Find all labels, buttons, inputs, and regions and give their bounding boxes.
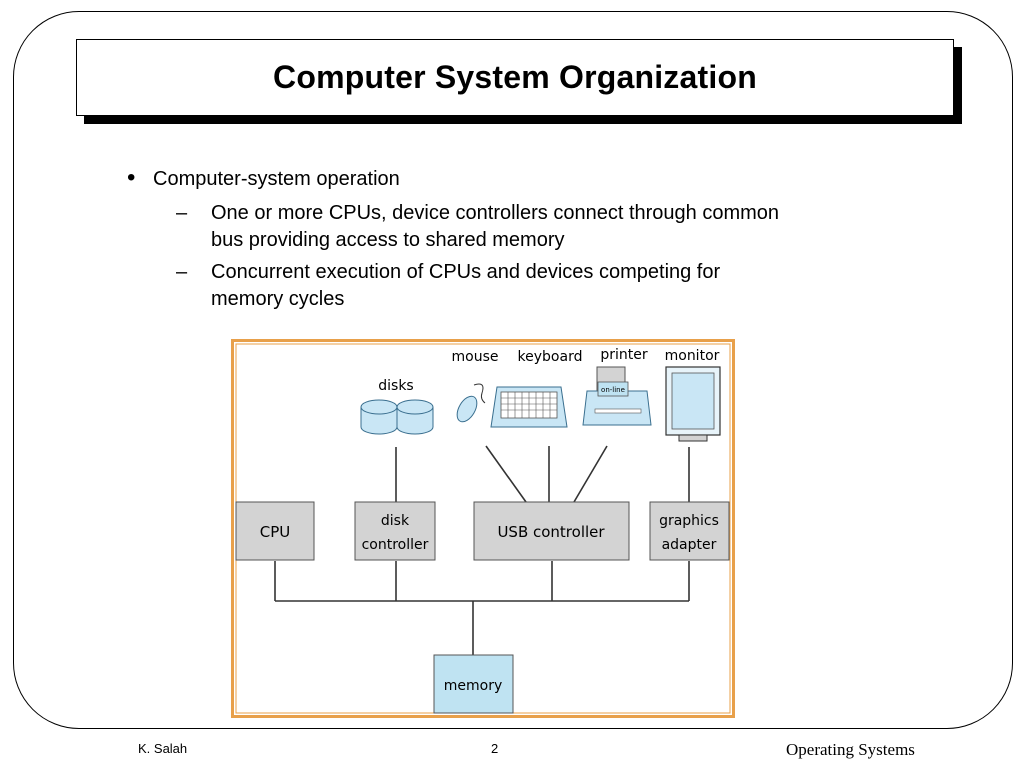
graphics-adapter-label-2: adapter	[662, 537, 717, 553]
usb-controller-box: USB controller	[473, 501, 630, 561]
bullet-text: Computer-system operation	[153, 168, 400, 190]
footer-author: K. Salah	[138, 741, 188, 756]
slide-frame	[13, 11, 1013, 729]
graphics-adapter-label-1: graphics	[659, 513, 719, 529]
keyboard-icon	[490, 386, 568, 428]
footer-page-number: 2	[491, 741, 499, 756]
monitor-label: monitor	[665, 348, 720, 364]
keyboard-label: keyboard	[518, 349, 583, 365]
memory-box: memory	[433, 654, 514, 714]
disks-label: disks	[378, 378, 413, 394]
system-organization-diagram: CPU disk controller USB controller graph…	[231, 339, 735, 718]
memory-label: memory	[444, 678, 503, 694]
disk-controller-box: disk controller	[354, 501, 436, 561]
bullet-marker: •	[127, 164, 136, 191]
monitor-icon	[665, 366, 721, 442]
printer-label: printer	[600, 347, 648, 363]
disk-controller-label-2: controller	[362, 537, 429, 553]
system-bus	[274, 445, 690, 655]
footer-course: Operating Systems	[786, 740, 915, 759]
sub-bullet-1-line-2: bus providing access to shared memory	[211, 229, 565, 251]
cpu-box: CPU	[235, 501, 315, 561]
cpu-label: CPU	[260, 523, 291, 541]
slide-title: Computer System Organization	[273, 59, 757, 95]
sub-bullet-2-line-1: Concurrent execution of CPUs and devices…	[211, 261, 721, 283]
mouse-icon	[456, 383, 486, 423]
mouse-label: mouse	[452, 349, 499, 365]
printer-panel-label: on-line	[601, 386, 625, 394]
title-box: Computer System Organization	[76, 39, 954, 116]
disks-icon	[360, 399, 434, 435]
graphics-adapter-box: graphics adapter	[649, 501, 730, 561]
disk-controller-label-1: disk	[381, 513, 410, 529]
sub-bullet-1-line-1: One or more CPUs, device controllers con…	[211, 202, 780, 224]
sub-bullet-dash-1: –	[176, 202, 188, 224]
sub-bullet-dash-2: –	[176, 261, 188, 283]
usb-controller-label: USB controller	[497, 523, 605, 541]
sub-bullet-2-line-2: memory cycles	[211, 288, 345, 310]
printer-icon: on-line	[582, 366, 652, 426]
